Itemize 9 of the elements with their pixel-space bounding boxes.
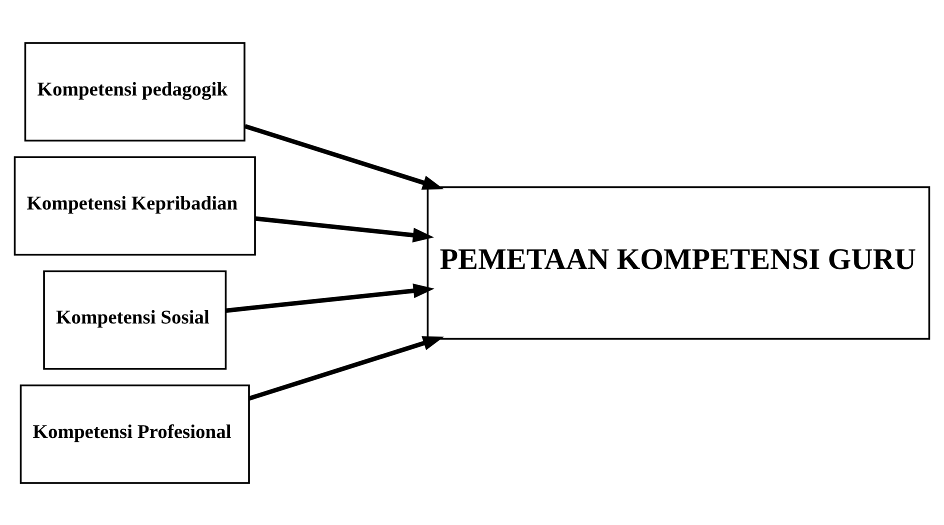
node-box: Kompetensi Profesional <box>20 384 250 484</box>
arrow <box>226 282 434 312</box>
node-box: Kompetensi Sosial <box>43 270 227 370</box>
node-box: Kompetensi pedagogik <box>24 42 246 142</box>
node-box: Kompetensi Kepribadian <box>14 156 256 256</box>
arrow <box>248 336 444 400</box>
arrow <box>254 216 434 242</box>
node-box: PEMETAAN KOMPETENSI GURU <box>426 186 930 340</box>
arrow <box>244 124 444 190</box>
